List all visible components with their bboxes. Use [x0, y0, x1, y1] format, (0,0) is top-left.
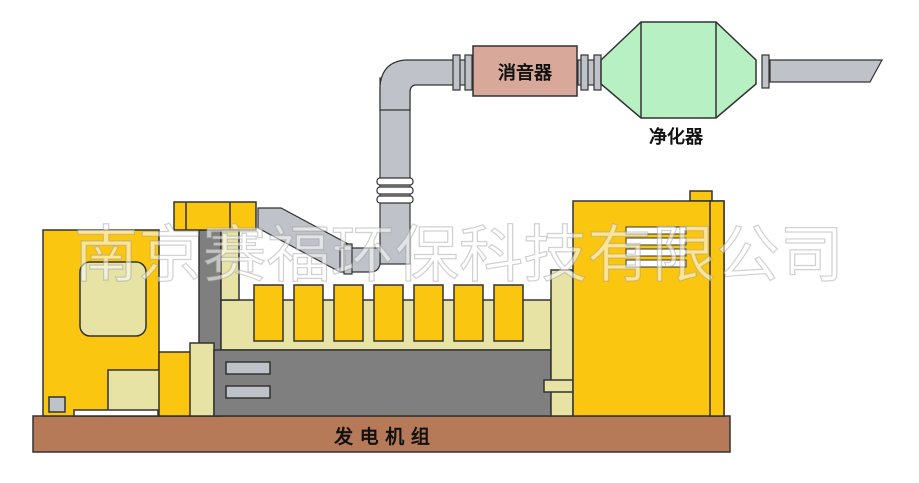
company-watermark: 南京赛福环保科技有限公司	[74, 218, 844, 291]
pipe-flanges	[343, 54, 770, 275]
muffler-label: 消音器	[498, 62, 553, 84]
purifier-label: 净化器	[649, 126, 704, 148]
bellows-joint	[376, 177, 414, 204]
alternator-vents	[625, 226, 687, 268]
alternator	[572, 190, 725, 417]
muffler: 消音器	[472, 45, 578, 97]
generator-base: 发 电 机 组	[32, 415, 731, 453]
engine-cylinders	[253, 284, 524, 342]
purifier	[600, 21, 757, 119]
generator-set-label: 发 电 机 组	[333, 425, 430, 448]
